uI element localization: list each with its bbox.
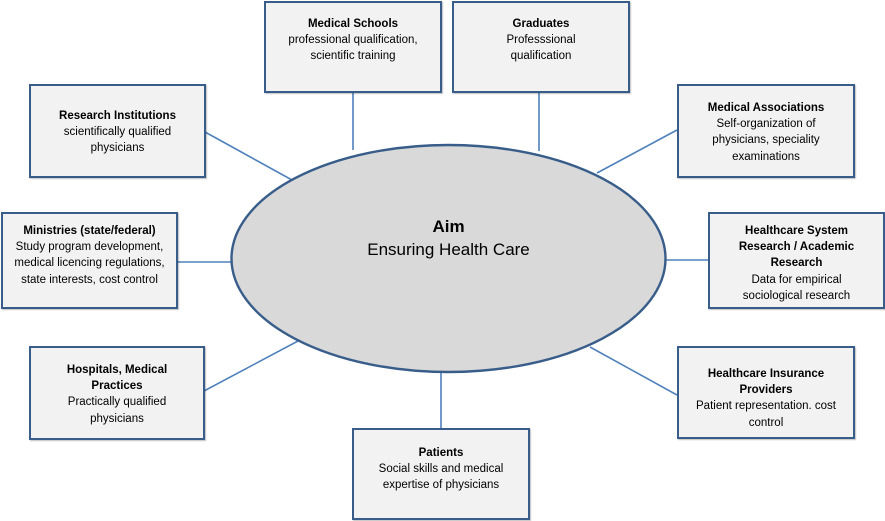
- node-graduates: Graduates Professsional qualification: [452, 1, 630, 93]
- hub-label: Aim Ensuring Health Care: [231, 145, 666, 372]
- connector-medical-associations: [596, 129, 678, 174]
- node-description: Social skills and medical expertise of p…: [378, 463, 504, 492]
- node-hospitals: Hospitals, Medical Practices Practically…: [29, 346, 205, 440]
- node-title: Ministries (state/federal): [23, 225, 156, 237]
- node-description: Professsional qualification: [506, 34, 576, 63]
- node-ministries: Ministries (state/federal) Study program…: [1, 212, 178, 309]
- node-description: Data for empirical sociological research: [742, 273, 851, 302]
- node-title: Hospitals, Medical Practices: [66, 364, 168, 393]
- node-healthcare-system-research: Healthcare System Research / Academic Re…: [708, 212, 885, 309]
- node-patients: Patients Social skills and medical exper…: [352, 428, 530, 520]
- node-description: Practically qualified physicians: [67, 396, 167, 425]
- node-title: Graduates: [512, 18, 570, 30]
- node-title: Medical Schools: [307, 18, 399, 30]
- hub-title: Aim: [432, 217, 465, 236]
- connector-research-institutions: [204, 131, 293, 181]
- node-medical-associations: Medical Associations Self-organization o…: [677, 84, 855, 178]
- node-description: Study program development, medical licen…: [14, 241, 165, 286]
- node-insurance-providers: Healthcare Insurance Providers Patient r…: [677, 346, 855, 439]
- node-research-institutions: Research Institutions scientifically qua…: [29, 84, 206, 178]
- hub-ellipse: [230, 143, 667, 374]
- node-title: Patients: [418, 447, 464, 459]
- node-description: professional qualification, scientific t…: [288, 34, 418, 63]
- node-medical-schools: Medical Schools professional qualificati…: [264, 1, 442, 93]
- hub-subtitle: Ensuring Health Care: [367, 240, 530, 259]
- connector-hospitals: [203, 340, 299, 392]
- node-description: Self-organization of physicians, special…: [712, 118, 820, 163]
- node-description: Patient representation. cost control: [696, 400, 836, 429]
- node-title: Medical Associations: [707, 102, 825, 114]
- node-title: Healthcare Insurance Providers: [707, 368, 825, 397]
- connector-insurance-providers: [589, 346, 678, 396]
- node-title: Research Institutions: [59, 110, 176, 122]
- node-description: scientifically qualified physicians: [63, 126, 172, 155]
- node-title: Healthcare System Research / Academic Re…: [738, 225, 855, 270]
